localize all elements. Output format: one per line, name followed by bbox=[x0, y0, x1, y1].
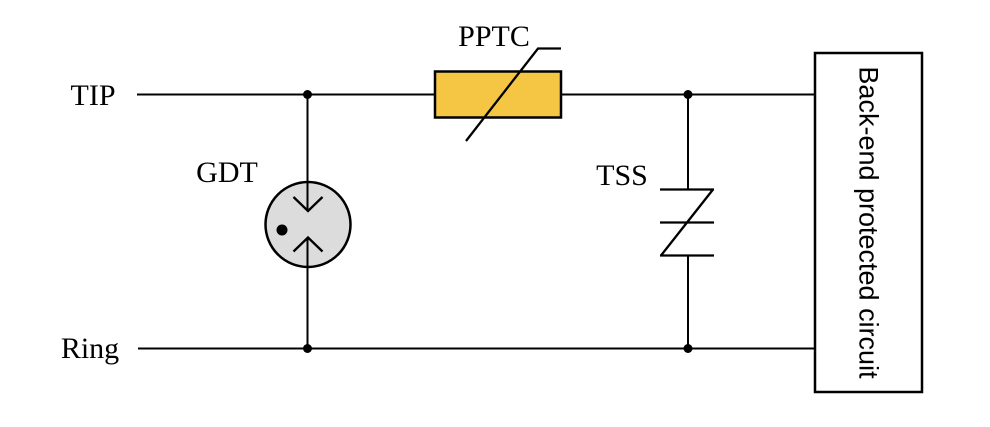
tip-label: TIP bbox=[71, 79, 116, 112]
tss-symbol bbox=[660, 188, 714, 257]
junction-dot-ring-tss bbox=[683, 344, 693, 353]
gdt-label: GDT bbox=[196, 156, 258, 189]
backend-box bbox=[813, 51, 924, 394]
pptc-label: PPTC bbox=[458, 20, 530, 53]
gdt-down-arrow-icon bbox=[292, 196, 324, 213]
pptc-symbol bbox=[433, 47, 563, 142]
junction-dot-tip-gdt bbox=[303, 90, 312, 99]
backend-box-label: Back-end protected circuit bbox=[854, 66, 884, 379]
ring-label: Ring bbox=[61, 332, 119, 365]
pptc-body bbox=[433, 70, 563, 119]
junction-dot-ring-gdt bbox=[303, 344, 312, 353]
gdt-up-arrow-icon bbox=[292, 235, 324, 253]
gdt-symbol bbox=[264, 180, 352, 269]
tss-label: TSS bbox=[596, 159, 648, 192]
junction-dot-tip-tss bbox=[683, 90, 693, 99]
tss-diagonal bbox=[660, 188, 714, 257]
gdt-gas-dot bbox=[276, 224, 288, 236]
pptc-slash bbox=[465, 47, 561, 142]
